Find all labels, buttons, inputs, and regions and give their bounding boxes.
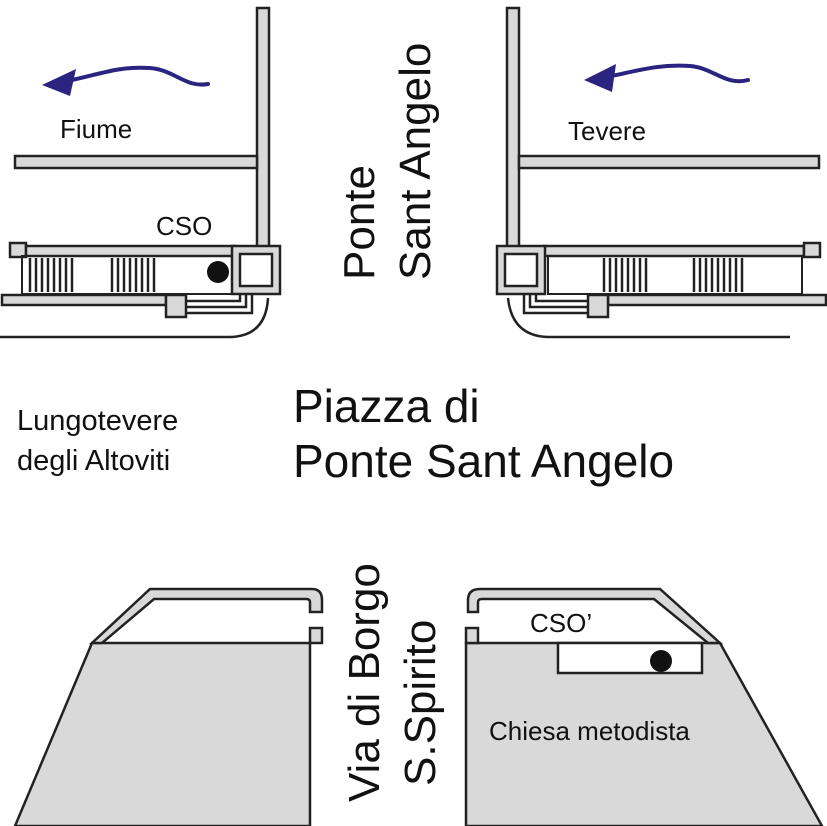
building-right bbox=[464, 587, 824, 826]
flow-arrow-right-icon bbox=[584, 63, 750, 92]
right-abutment bbox=[495, 6, 827, 339]
label-fiume: Fiume bbox=[60, 114, 132, 144]
label-lungotevere: Lungotevere bbox=[17, 405, 178, 437]
label-sant-angelo: Sant Angelo bbox=[391, 43, 440, 280]
left-abutment bbox=[0, 6, 282, 339]
label-cso-prime: CSO’ bbox=[530, 608, 592, 638]
label-degli-altoviti: degli Altoviti bbox=[17, 445, 170, 477]
building-left bbox=[13, 587, 324, 826]
label-s-spirito: S.Spirito bbox=[396, 620, 445, 786]
label-chiesa-metodista: Chiesa metodista bbox=[489, 716, 690, 746]
label-ponte: Ponte bbox=[335, 165, 384, 280]
cso-prime-marker-icon bbox=[650, 650, 672, 672]
balustrade-left bbox=[21, 255, 233, 295]
balustrade-right bbox=[547, 255, 803, 295]
label-tevere: Tevere bbox=[568, 116, 646, 146]
label-piazza-di: Piazza di bbox=[293, 380, 480, 432]
label-ponte-sant-angelo: Ponte Sant Angelo bbox=[293, 435, 674, 487]
flow-arrow-left-icon bbox=[42, 65, 210, 96]
label-via-di-borgo: Via di Borgo bbox=[340, 563, 389, 802]
cso-marker-icon bbox=[207, 261, 229, 283]
label-cso: CSO bbox=[156, 211, 212, 241]
